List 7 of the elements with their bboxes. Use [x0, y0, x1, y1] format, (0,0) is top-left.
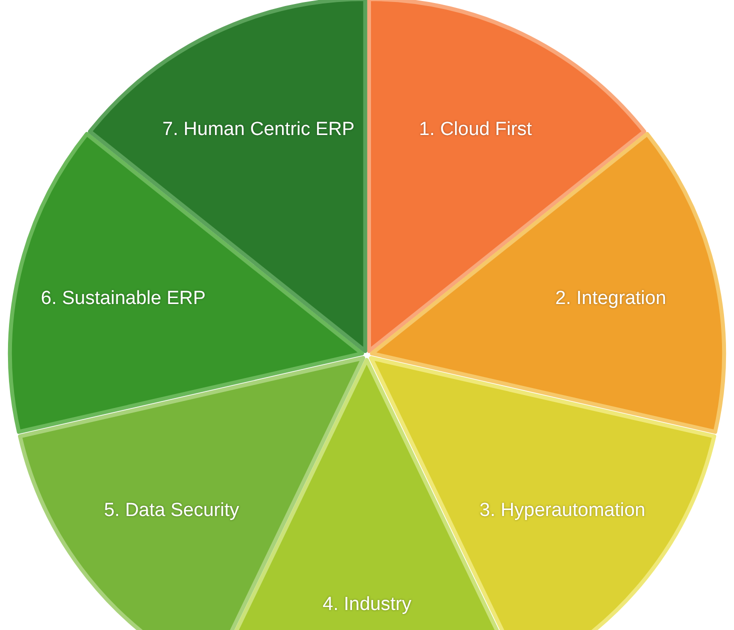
segment-label: 2. Integration [555, 288, 666, 310]
segment-label: 1. Cloud First [418, 118, 532, 141]
segment-label: 4. Industry [322, 594, 412, 616]
segment-label: 6. Sustainable ERP [40, 288, 206, 310]
segment-label: 7. Human Centric ERP [161, 118, 356, 141]
segment-label: 3. Hyperautomation [478, 500, 646, 522]
segment-label: 5. Data Security [104, 500, 240, 522]
